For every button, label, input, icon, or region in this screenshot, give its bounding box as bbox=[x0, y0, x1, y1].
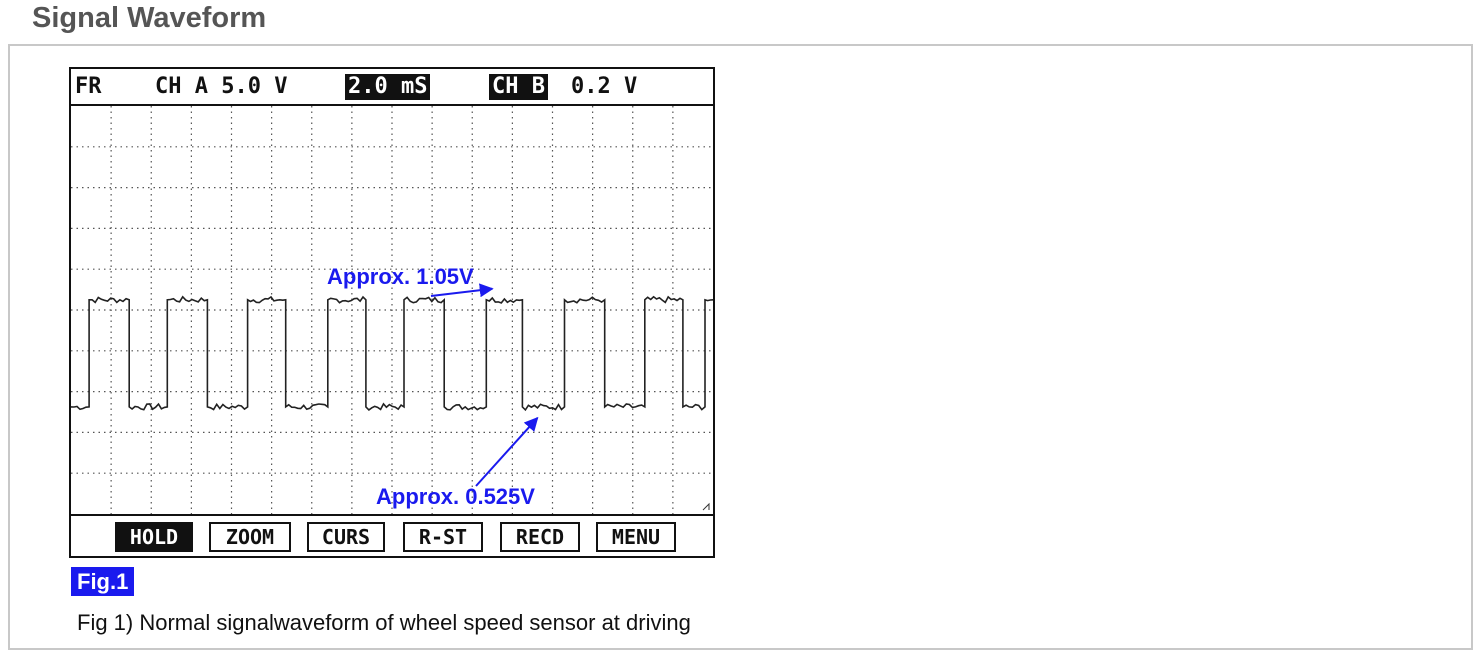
figure-frame bbox=[8, 44, 1473, 650]
channel-b-label: CH B bbox=[489, 74, 548, 100]
oscilloscope-display: FR CH A 5.0 V 2.0 mS CH B 0.2 V Approx. … bbox=[69, 67, 715, 558]
low-level-arrow bbox=[475, 416, 539, 487]
corner-marker bbox=[702, 502, 710, 511]
menu-button[interactable]: MENU bbox=[596, 522, 676, 552]
recd-button[interactable]: RECD bbox=[500, 522, 580, 552]
figure-caption: Fig 1) Normal signalwaveform of wheel sp… bbox=[77, 610, 691, 635]
zoom-button[interactable]: ZOOM bbox=[209, 522, 291, 552]
channel-a-scale: CH A 5.0 V bbox=[155, 74, 288, 99]
figure-badge: Fig.1 bbox=[71, 567, 135, 596]
annotations: Approx. 1.05V Approx. 0.525V bbox=[327, 264, 539, 509]
mode-label: FR bbox=[75, 74, 102, 99]
high-level-arrow bbox=[430, 283, 494, 298]
low-level-annotation: Approx. 0.525V bbox=[376, 484, 535, 509]
hold-button[interactable]: HOLD bbox=[115, 522, 193, 552]
grid bbox=[71, 106, 713, 514]
curs-button[interactable]: CURS bbox=[307, 522, 385, 552]
timebase-label: 2.0 mS bbox=[345, 74, 431, 100]
waveform-trace bbox=[71, 295, 713, 412]
trace-layer bbox=[71, 295, 713, 412]
scope-softkey-bar: HOLD ZOOM CURS R-ST RECD MENU bbox=[71, 514, 713, 556]
waveform-plot: Approx. 1.05V Approx. 0.525V bbox=[71, 106, 713, 514]
r-st-button[interactable]: R-ST bbox=[403, 522, 483, 552]
high-level-annotation: Approx. 1.05V bbox=[327, 264, 474, 289]
channel-b-scale: 0.2 V bbox=[571, 74, 638, 99]
page-title: Signal Waveform bbox=[32, 2, 267, 34]
scope-header: FR CH A 5.0 V 2.0 mS CH B 0.2 V bbox=[71, 69, 713, 106]
